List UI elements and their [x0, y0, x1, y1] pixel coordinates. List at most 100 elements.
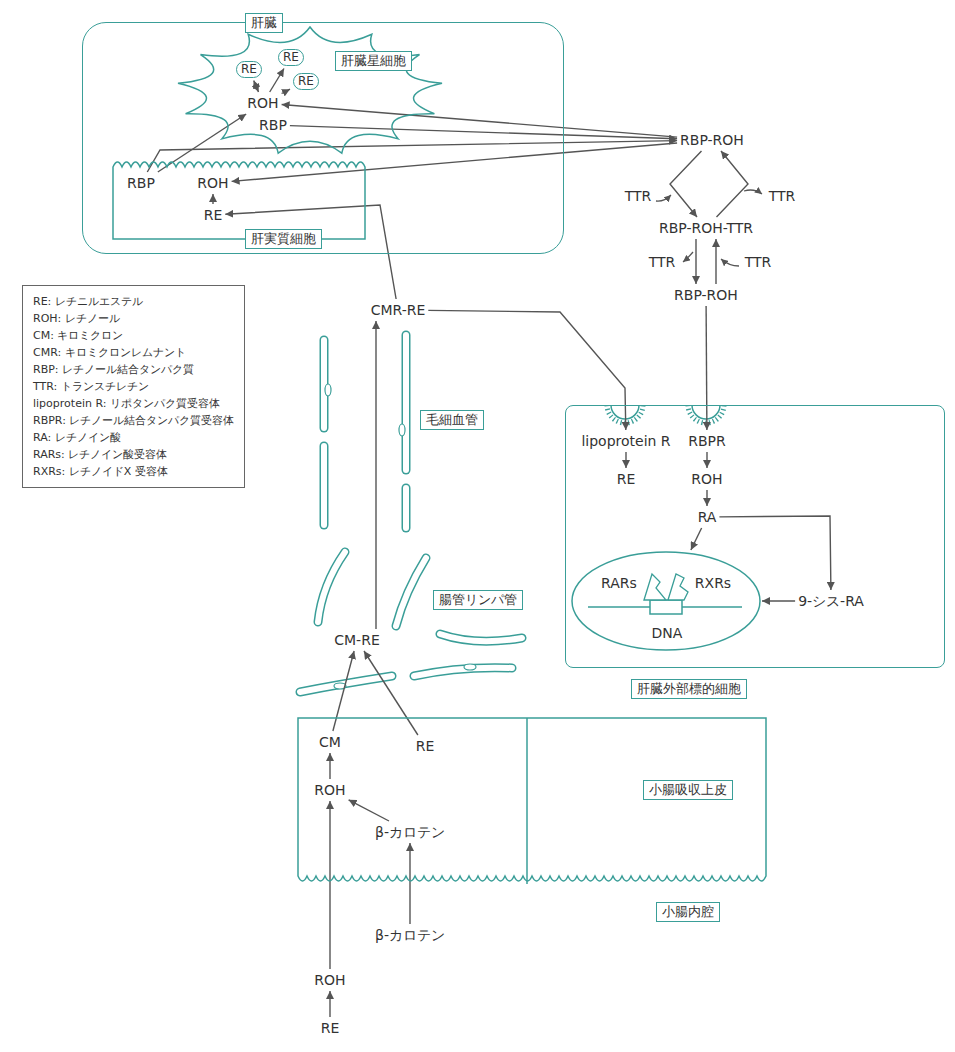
molecule-node: RE	[321, 1020, 340, 1036]
connector-arrow	[691, 528, 702, 550]
title-holder: 肝実質細胞	[245, 229, 322, 249]
cell-boundary	[526, 718, 528, 884]
text-holder: RXRs	[695, 575, 731, 591]
molecule-label: ROH	[691, 471, 722, 487]
molecule-node: 9-シス-RA	[798, 593, 864, 609]
connector-arrow	[212, 194, 213, 204]
molecule-node: CMR-RE	[371, 302, 426, 318]
molecule-label: lipoprotein R	[581, 433, 670, 449]
title-holder: 小腸吸収上皮	[643, 780, 733, 800]
molecule-node: RE	[416, 738, 435, 754]
molecule-label: RARs	[601, 575, 637, 591]
molecule-label: RBP	[127, 175, 155, 191]
legend-text: RE: レチニルエステル	[33, 293, 234, 310]
molecule-label: RE	[278, 49, 304, 66]
epithelium-outline	[298, 718, 766, 886]
molecule-label: RE	[204, 207, 223, 223]
dna-symbol	[588, 574, 742, 614]
ester-droplet: RE	[278, 49, 304, 66]
label-text: TTR	[745, 254, 772, 270]
text-holder: TTR	[745, 254, 772, 270]
label-text: TTR	[649, 254, 676, 270]
molecule-label: RBP	[259, 117, 287, 133]
region-label: 毛細血管	[420, 410, 484, 430]
region-tag: 腸管リンパ管	[433, 590, 523, 610]
connector-arrow	[349, 800, 389, 821]
connector-arrow	[282, 89, 290, 93]
legend-text: lipoprotein R: リポタンパク質受容体	[33, 395, 234, 412]
connector-arrow	[329, 753, 330, 779]
text-holder: DNA	[652, 625, 683, 641]
molecule-label: ROH	[197, 175, 228, 191]
molecule-label: RBP-ROH	[680, 132, 744, 148]
molecule-node: RBPR	[688, 433, 726, 449]
legend-text: RBP: レチノール結合タンパク質	[33, 361, 234, 378]
connector-arrow	[705, 306, 707, 430]
molecule-node: RBP-ROH	[674, 287, 738, 303]
ester-droplet: RE	[293, 73, 319, 90]
connector-arrow	[364, 651, 418, 735]
hepatocyte-outline-path	[113, 162, 365, 239]
legend-text: CM: キロミクロン	[33, 327, 234, 344]
hepatocyte-outline	[113, 157, 365, 239]
molecule-node: ROH	[247, 95, 278, 111]
molecule-label: RE	[293, 73, 319, 90]
text-holder: RARs	[601, 575, 637, 591]
target-cell: 肝臓外部標的細胞lipoprotein RRBPRREROHRARARsRXRs…	[565, 405, 945, 668]
connector-arrow	[719, 516, 831, 590]
connector-arrow	[706, 490, 707, 506]
molecule-label: RBP-ROH-TTR	[659, 220, 753, 236]
title-holder: 肝臓外部標的細胞	[631, 679, 747, 699]
molecule-label: CMR-RE	[371, 302, 426, 318]
region-label: 肝臓	[245, 13, 283, 33]
legend-text: TTR: トランスチレチン	[33, 378, 234, 395]
legend-text: ROH: レチノール	[33, 310, 234, 327]
molecule-node: RBP	[127, 175, 155, 191]
intestinal-epithelium: 小腸吸収上皮CMREROHβ-カロテン	[298, 718, 766, 886]
legend-text: RBPR: レチノール結合タンパク質受容体	[33, 412, 234, 429]
molecule-node: ROH	[314, 972, 345, 988]
molecule-label: RE	[617, 471, 636, 487]
connector-arrow	[147, 141, 677, 172]
molecule-label: RBPR	[688, 433, 726, 449]
connector-arrow	[625, 452, 626, 468]
legend-text: RXRs: レチノイドX 受容体	[33, 463, 234, 480]
connector-arrow	[375, 321, 376, 629]
hepatocyte: 肝実質細胞RBPROHRE	[113, 157, 365, 239]
molecule-label: 9-シス-RA	[798, 593, 864, 609]
legend-text: RA: レチノイン酸	[33, 429, 234, 446]
molecule-label: RA	[698, 509, 717, 525]
stellate-outline-path	[178, 27, 442, 153]
stellate-outline	[177, 27, 443, 155]
stellate-cell: 肝臓星細胞REREREROHRBP	[177, 27, 443, 155]
title-holder: 肝臓	[245, 13, 283, 33]
molecule-node: RBP	[259, 117, 287, 133]
molecule-label: ROH	[247, 95, 278, 111]
ester-droplet: RE	[236, 61, 262, 78]
connector-arrow	[329, 801, 330, 969]
connector-arrow	[333, 651, 354, 731]
epithelium-outline-path	[298, 718, 766, 881]
molecule-node: CM-RE	[334, 632, 379, 648]
region-tag: 小腸内腔	[656, 902, 720, 922]
region-label: 肝臓外部標的細胞	[631, 679, 747, 699]
connector-arrow	[409, 843, 410, 924]
molecule-label: RBP-ROH	[674, 287, 738, 303]
molecule-label: ROH	[314, 972, 345, 988]
connector-arrow	[670, 151, 702, 217]
molecule-node: lipoprotein R	[581, 433, 670, 449]
connector-arrow	[695, 239, 696, 284]
molecule-node: RA	[698, 509, 717, 525]
text-holder: TTR	[625, 188, 652, 204]
connector-arrow	[282, 105, 677, 138]
connector-arrow	[329, 991, 330, 1017]
molecule-node: ROH	[314, 782, 345, 798]
molecule-label: RE	[321, 1020, 340, 1036]
liver-outline: 肝臓肝臓星細胞REREREROHRBP肝実質細胞RBPROHRE	[82, 22, 564, 254]
nucleus-ellipse	[572, 552, 760, 650]
legend-text: CMR: キロミクロンレムナント	[33, 344, 234, 361]
molecule-label: DNA	[652, 625, 683, 641]
